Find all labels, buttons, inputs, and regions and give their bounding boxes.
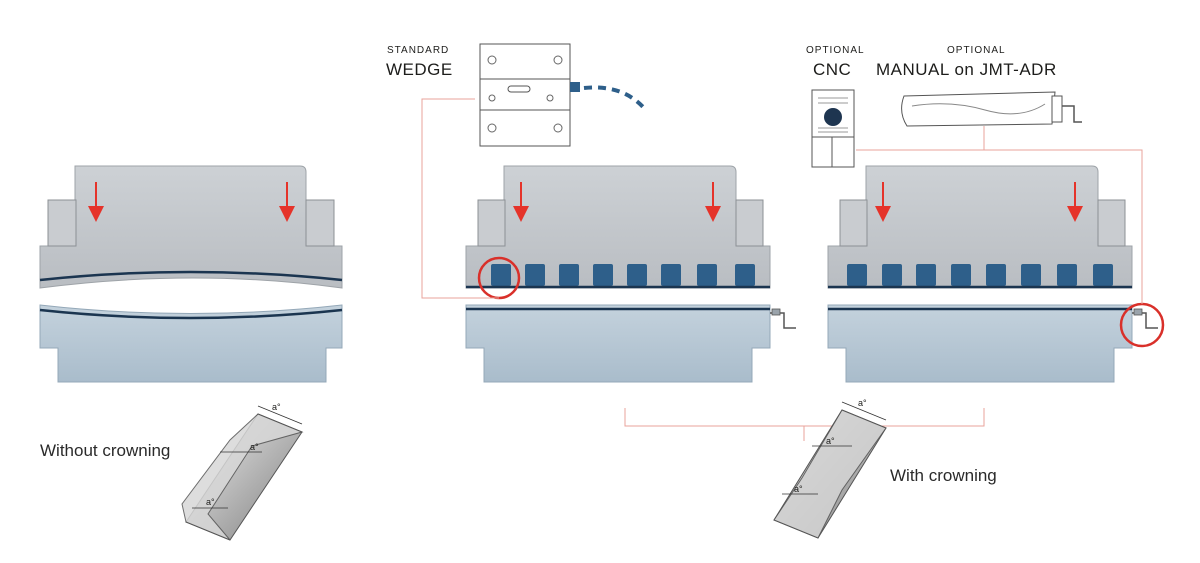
manual-label-top: OPTIONAL (947, 45, 1006, 56)
workpiece-without-crowning (181, 405, 304, 541)
manual-adjuster-detail (901, 91, 1082, 127)
workpiece-with-crowning (773, 401, 887, 539)
angle-label: a° (858, 398, 867, 408)
wedge-blocks (847, 264, 1113, 286)
press-without-crowning (39, 165, 343, 383)
crank-handle-icon (1062, 105, 1082, 123)
upper-ram (39, 165, 343, 289)
press-optional-crowning (827, 165, 1165, 383)
lower-bed (827, 304, 1133, 383)
angle-label: a° (250, 442, 259, 452)
dashed-arrow (583, 85, 646, 110)
ram-side-block-left (47, 199, 77, 247)
cnc-label: CNC (813, 60, 852, 79)
angle-label: a° (794, 484, 803, 494)
ram-side-block-right (735, 199, 764, 247)
upper-ram (827, 165, 1133, 289)
angle-label: a° (826, 436, 835, 446)
upper-ram (465, 165, 771, 289)
ram-side-block-left (839, 199, 868, 247)
press-standard-wedge (465, 165, 796, 383)
ram-side-block-right (305, 199, 335, 247)
angle-label: a° (206, 497, 215, 507)
cnc-unit-detail (811, 89, 855, 168)
ram-side-block-right (1097, 199, 1126, 247)
ram-side-block-left (477, 199, 506, 247)
manual-label: MANUAL on JMT-ADR (876, 60, 1057, 79)
without-crowning-caption: Without crowning (40, 441, 171, 460)
standard-wedge-label-top: STANDARD (387, 45, 450, 56)
lower-bed (465, 304, 771, 383)
connector-lines (421, 98, 1143, 441)
angle-label: a° (272, 402, 281, 412)
cnc-label-top: OPTIONAL (806, 45, 865, 56)
with-crowning-caption: With crowning (890, 466, 997, 485)
lower-bed (39, 304, 343, 383)
ram-deflection-line (39, 270, 343, 282)
wedge-blocks (491, 264, 755, 286)
standard-wedge-detail (479, 43, 646, 147)
standard-wedge-label: WEDGE (386, 60, 453, 79)
bed-deflection-line (39, 308, 343, 320)
